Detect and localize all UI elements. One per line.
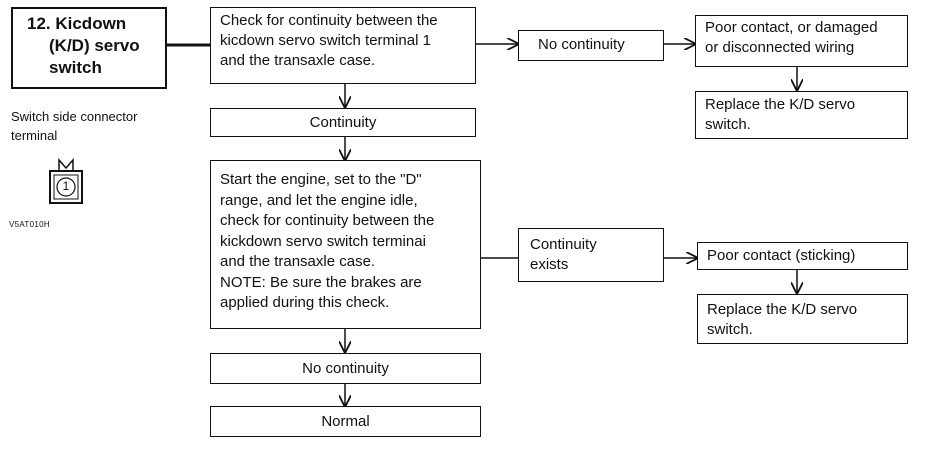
- no-continuity-label-1: No continuity: [538, 36, 625, 53]
- check2-line: and the transaxle case.: [220, 253, 376, 270]
- check2-line: range, and let the engine idle,: [220, 191, 418, 209]
- check1-line: and the transaxle case.: [220, 52, 376, 69]
- check2-box: Start the engine, set to the "D" range, …: [210, 160, 481, 329]
- replace-box-1: Replace the K/D servo switch.: [695, 91, 908, 139]
- continuity-exists-line: Continuity: [530, 236, 597, 253]
- check1-line: Check for continuity between the: [220, 12, 438, 29]
- poor-contact-sticking-label: Poor contact (sticking): [707, 247, 856, 264]
- poor-contact-line: or disconnected wiring: [705, 39, 855, 56]
- no-continuity-box-1: No continuity: [518, 30, 664, 61]
- check2-note-line: applied during this check.: [220, 294, 390, 311]
- step-title-line3: switch: [49, 58, 102, 77]
- replace-box-2: Replace the K/D servo switch.: [697, 294, 908, 344]
- terminal-number: 1: [62, 179, 70, 193]
- no-continuity-label-2: No continuity: [302, 359, 389, 377]
- continuity-exists-line: exists: [530, 256, 569, 273]
- continuity-exists-box: Continuity exists: [518, 228, 664, 282]
- replace-line: switch.: [707, 321, 753, 338]
- normal-label: Normal: [321, 412, 370, 430]
- check2-note-line: NOTE: Be sure the brakes are: [220, 273, 422, 291]
- check1-box: Check for continuity between the kicdown…: [210, 7, 476, 84]
- step-title-line1: 12. Kicdown: [27, 14, 127, 33]
- check1-line: kicdown servo switch terminal 1: [220, 32, 431, 49]
- replace-line: switch.: [705, 116, 751, 133]
- poor-contact-line: Poor contact, or damaged: [705, 19, 878, 36]
- step-title-box: 12. Kicdown (K/D) servo switch: [11, 7, 167, 89]
- figure-code: V5AT010H: [9, 220, 50, 229]
- replace-line: Replace the K/D servo: [707, 301, 858, 318]
- check2-line: check for continuity between the: [220, 212, 435, 229]
- no-continuity-box-2: No continuity: [210, 353, 481, 384]
- check2-line: kickdown servo switch terminai: [220, 232, 426, 250]
- replace-line: Replace the K/D servo: [705, 96, 856, 113]
- connector-terminal-icon: [49, 158, 83, 204]
- connector-label-line1: Switch side connector: [11, 109, 138, 124]
- normal-box: Normal: [210, 406, 481, 437]
- continuity-box: Continuity: [210, 108, 476, 137]
- poor-contact-box-1: Poor contact, or damaged or disconnected…: [695, 15, 908, 67]
- continuity-label: Continuity: [309, 113, 377, 131]
- step-title-line2: (K/D) servo: [49, 36, 140, 55]
- check2-line: Start the engine, set to the "D": [220, 171, 422, 188]
- connector-label-line2: terminal: [11, 128, 58, 143]
- poor-contact-box-2: Poor contact (sticking): [697, 242, 908, 270]
